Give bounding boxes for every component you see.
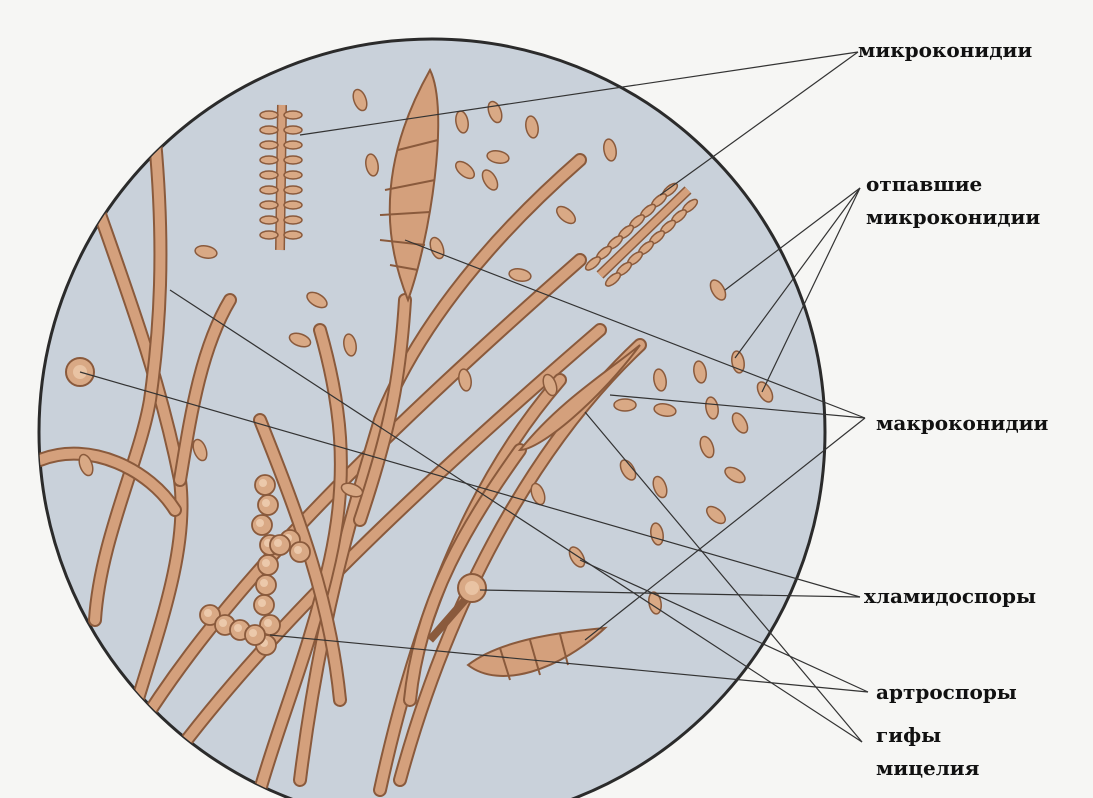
chlamydospore-highlight (219, 619, 227, 627)
microconidium (284, 141, 302, 149)
label-fallen-microconidia-line1: отпавшие (866, 172, 982, 196)
microconidium (284, 186, 302, 194)
chlamydospore-highlight (260, 579, 268, 587)
microconidium (284, 201, 302, 209)
label-hyphae-line2: мицелия (876, 756, 979, 780)
label-fallen-microconidia-line2: микроконидии (866, 205, 1040, 229)
label-arthrospores: артроспоры (876, 680, 1017, 704)
chlamydospore-highlight (262, 559, 270, 567)
chlamydospore-highlight (264, 619, 272, 627)
microconidium (284, 171, 302, 179)
chlamydospore-highlight (259, 479, 267, 487)
chlamydospore-highlight (294, 546, 302, 554)
chlamydospore-highlight (256, 519, 264, 527)
microconidium (260, 201, 278, 209)
microconidium (284, 231, 302, 239)
chlamydospore-highlight (204, 609, 212, 617)
microconidium (614, 399, 636, 411)
microconidium (260, 216, 278, 224)
chlamydospore-highlight (249, 629, 257, 637)
label-microconidia: микроконидии (858, 38, 1032, 62)
microconidium (284, 126, 302, 134)
label-macroconidia: макроконидии (876, 411, 1048, 435)
microconidium (260, 141, 278, 149)
microconidium (260, 231, 278, 239)
chlamydospore-highlight (274, 539, 282, 547)
microconidium (284, 111, 302, 119)
label-chlamydospores: хламидоспоры (864, 584, 1036, 608)
microconidium (284, 216, 302, 224)
chlamydospore-highlight (258, 599, 266, 607)
microconidium (260, 126, 278, 134)
microconidium (284, 156, 302, 164)
microconidium (260, 171, 278, 179)
label-hyphae-line1: гифы (876, 723, 941, 747)
chlamydospore-highlight (262, 499, 270, 507)
microconidium (260, 186, 278, 194)
chlamydospore-highlight (234, 624, 242, 632)
microconidium (260, 156, 278, 164)
microconidium (260, 111, 278, 119)
